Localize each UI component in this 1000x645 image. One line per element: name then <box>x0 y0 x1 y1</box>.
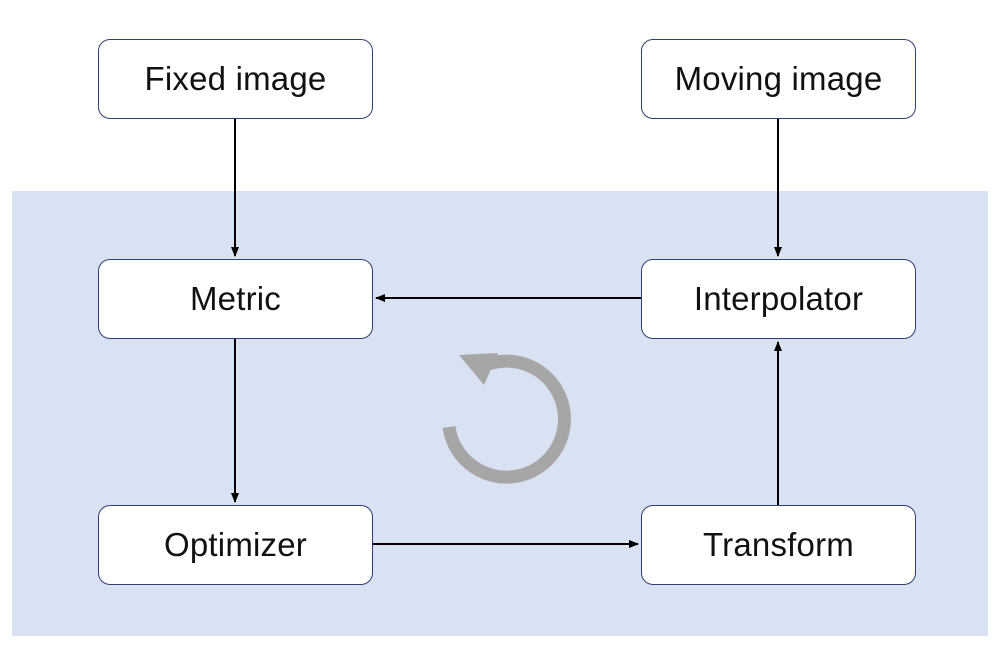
optimizer-node: Optimizer <box>98 505 373 585</box>
fixed-image-label: Fixed image <box>144 60 327 97</box>
metric-label: Metric <box>189 280 282 317</box>
moving-image-label: Moving image <box>674 60 883 97</box>
transform-label: Transform <box>703 526 854 563</box>
interpolator-label: Interpolator <box>693 280 864 317</box>
metric-node: Metric <box>98 259 373 339</box>
moving-image-node: Moving image <box>641 39 916 119</box>
fixed-image-node: Fixed image <box>98 39 373 119</box>
optimizer-label: Optimizer <box>164 526 307 563</box>
transform-node: Transform <box>641 505 916 585</box>
interpolator-node: Interpolator <box>641 259 916 339</box>
